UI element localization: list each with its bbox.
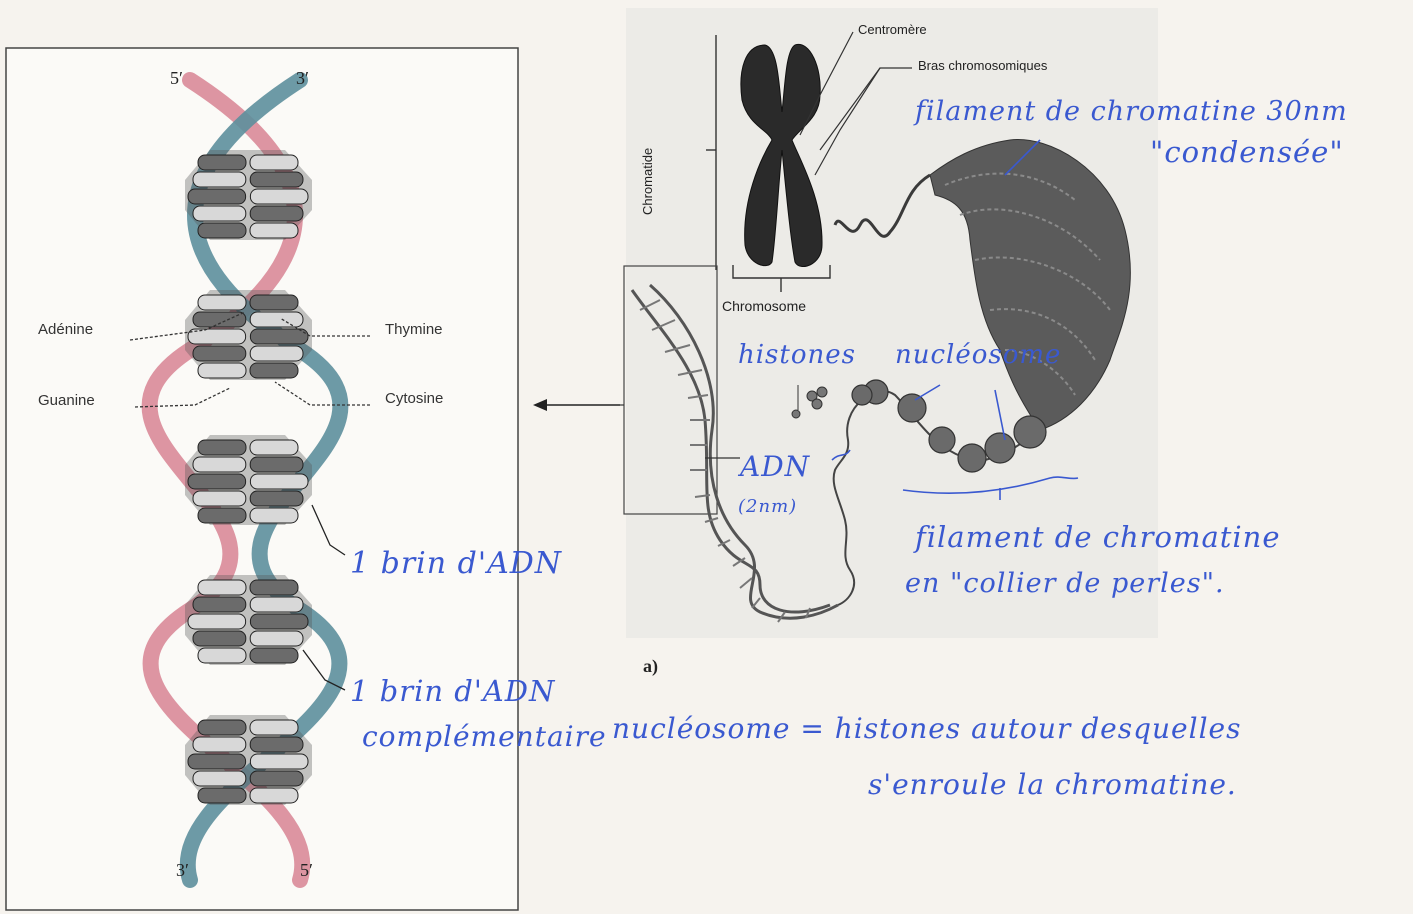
- zoom-arrow: [533, 399, 620, 411]
- chromatide-label: Chromatide: [640, 148, 655, 215]
- base-block: [250, 720, 298, 735]
- base-block: [250, 206, 303, 221]
- base-block: [198, 440, 246, 455]
- base-block: [198, 720, 246, 735]
- base-block: [250, 189, 308, 204]
- base-block: [250, 614, 308, 629]
- base-block: [250, 737, 303, 752]
- base-block: [250, 597, 303, 612]
- base-block: [193, 457, 246, 472]
- cytosine-label: Cytosine: [385, 390, 443, 407]
- base-block: [198, 648, 246, 663]
- hw-histones: histones: [738, 340, 856, 370]
- hw-definition-line2: s'enroule la chromatine.: [868, 768, 1237, 801]
- nucleosome-bead: [852, 385, 872, 405]
- chromosome-label: Chromosome: [722, 298, 806, 314]
- base-block: [250, 312, 303, 327]
- top-right-end-label: 3′: [296, 68, 309, 89]
- base-block: [198, 508, 246, 523]
- base-block: [193, 491, 246, 506]
- adenine-label: Adénine: [38, 321, 93, 338]
- base-block: [193, 206, 246, 221]
- base-pair-cluster: [185, 435, 312, 525]
- base-pair-cluster: [185, 575, 312, 665]
- hw-collier-line2: en "collier de perles".: [905, 568, 1225, 599]
- base-block: [188, 754, 246, 769]
- hw-nucleosome: nucléosome: [895, 340, 1061, 370]
- base-pair-cluster: [185, 715, 312, 805]
- base-block: [193, 597, 246, 612]
- base-block: [188, 614, 246, 629]
- base-block: [250, 155, 298, 170]
- hw-condensee: "condensée": [1150, 135, 1344, 169]
- top-left-end-label: 5′: [170, 68, 183, 89]
- hw-brin-adn: 1 brin d'ADN: [350, 546, 562, 581]
- base-block: [250, 457, 303, 472]
- base-block: [188, 189, 246, 204]
- base-pair-cluster: [185, 150, 312, 240]
- base-block: [250, 440, 298, 455]
- hw-brin-complementaire-2: complémentaire: [362, 720, 607, 753]
- hw-definition-line1: nucléosome = histones autour desquelles: [612, 712, 1241, 745]
- base-block: [250, 295, 298, 310]
- hw-collier-line1: filament de chromatine: [915, 520, 1281, 554]
- panel-letter: a): [643, 656, 658, 677]
- base-block: [250, 223, 298, 238]
- base-block: [198, 155, 246, 170]
- hw-adn-size: (2nm): [738, 496, 797, 517]
- base-block: [250, 474, 308, 489]
- base-block: [193, 172, 246, 187]
- base-block: [250, 508, 298, 523]
- base-block: [250, 491, 303, 506]
- base-block: [198, 580, 246, 595]
- nucleosome-bead: [1014, 416, 1046, 448]
- base-block: [250, 788, 298, 803]
- base-block: [193, 312, 246, 327]
- base-block: [198, 223, 246, 238]
- hw-brin-complementaire-1: 1 brin d'ADN: [350, 674, 555, 708]
- base-block: [188, 474, 246, 489]
- thymine-label: Thymine: [385, 321, 443, 338]
- bras-label: Bras chromosomiques: [918, 58, 1047, 73]
- base-block: [193, 346, 246, 361]
- base-block: [250, 580, 298, 595]
- nucleosome-bead: [898, 394, 926, 422]
- base-block: [193, 737, 246, 752]
- bottom-left-end-label: 3′: [176, 860, 189, 881]
- guanine-label: Guanine: [38, 392, 95, 409]
- nucleosome-bead: [985, 433, 1015, 463]
- base-block: [193, 771, 246, 786]
- nucleosome-bead: [929, 427, 955, 453]
- base-pair-cluster: [185, 290, 312, 380]
- base-block: [198, 295, 246, 310]
- base-block: [250, 631, 303, 646]
- centromere-label: Centromère: [858, 22, 927, 37]
- bottom-right-end-label: 5′: [300, 860, 313, 881]
- hw-chromatine-30nm: filament de chromatine 30nm: [915, 96, 1348, 127]
- base-block: [250, 648, 298, 663]
- base-block: [193, 631, 246, 646]
- base-block: [250, 771, 303, 786]
- nucleosome-bead: [958, 444, 986, 472]
- base-block: [250, 172, 303, 187]
- base-block: [198, 363, 246, 378]
- base-block: [250, 754, 308, 769]
- hw-adn: ADN: [740, 450, 810, 483]
- base-block: [198, 788, 246, 803]
- base-block: [250, 346, 303, 361]
- base-block: [250, 329, 308, 344]
- base-block: [250, 363, 298, 378]
